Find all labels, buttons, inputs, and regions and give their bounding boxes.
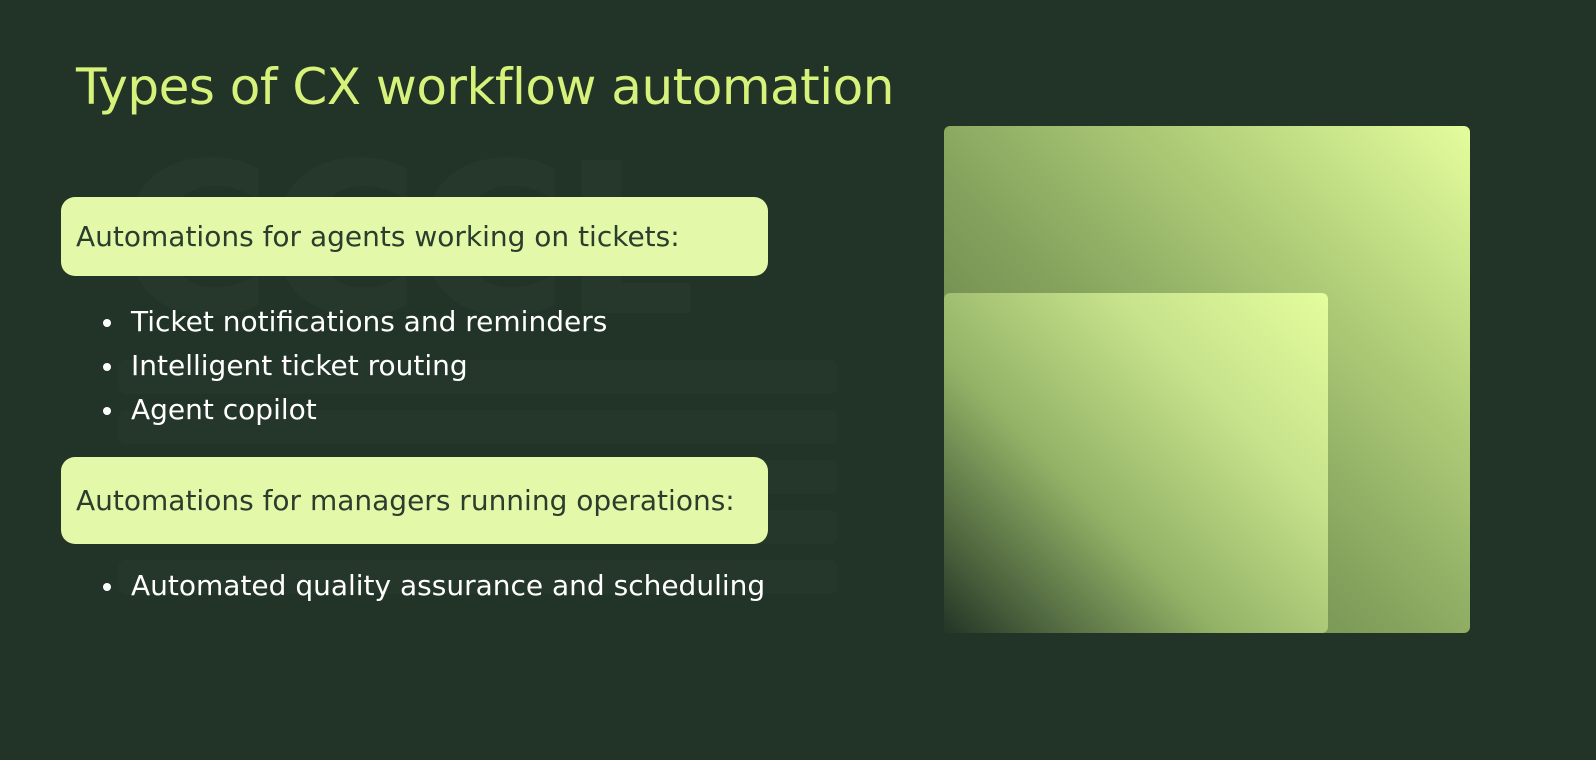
section-heading-managers: Automations for managers running operati… — [61, 457, 768, 544]
section-heading-agents: Automations for agents working on ticket… — [61, 197, 768, 276]
decorative-gradient-panel-front — [944, 293, 1328, 633]
list-item: Automated quality assurance and scheduli… — [100, 564, 765, 608]
list-item: Agent copilot — [100, 388, 607, 432]
bullet-icon — [103, 407, 111, 415]
list-item-label: Intelligent ticket routing — [131, 349, 468, 382]
list-item-label: Automated quality assurance and scheduli… — [131, 569, 766, 602]
bullet-icon — [103, 319, 111, 327]
bullet-icon — [103, 363, 111, 371]
agent-automation-list: Ticket notifications and reminders Intel… — [100, 300, 607, 432]
manager-automation-list: Automated quality assurance and scheduli… — [100, 564, 765, 608]
list-item-label: Agent copilot — [131, 393, 317, 426]
page-title: Types of CX workflow automation — [76, 58, 894, 116]
list-item: Intelligent ticket routing — [100, 344, 607, 388]
bullet-icon — [103, 583, 111, 591]
list-item: Ticket notifications and reminders — [100, 300, 607, 344]
list-item-label: Ticket notifications and reminders — [131, 305, 608, 338]
